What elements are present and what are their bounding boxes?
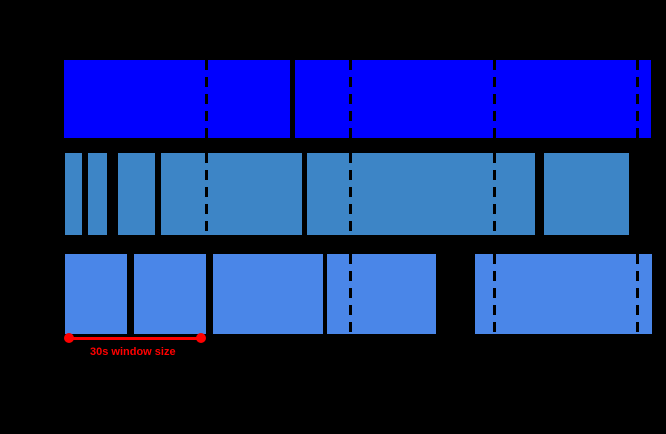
timeline-bar-segment-row-1 [64,60,290,138]
timeline-bar-segment-row-3 [65,254,127,334]
window-boundary-dashed-line [636,254,639,334]
window-size-dimension-line [69,337,201,340]
window-boundary-dashed-line [636,60,639,138]
timeline-bar-segment-row-2 [544,153,629,235]
timeline-bar-segment-row-3 [134,254,206,334]
timeline-bar-segment-row-3 [475,254,652,334]
timeline-bar-segment-row-3 [213,254,323,334]
timeline-bar-segment-row-3 [327,254,436,334]
timeline-bar-segment-row-2 [307,153,535,235]
window-boundary-dashed-line [349,153,352,235]
timeline-bar-segment-row-1 [295,60,651,138]
window-boundary-dashed-line [349,254,352,334]
timeline-bar-segment-row-2 [118,153,155,235]
timeline-bar-segment-row-2 [88,153,107,235]
window-size-label: 30s window size [90,346,176,358]
window-boundary-dashed-line [205,60,208,138]
window-boundary-dashed-line [493,153,496,235]
dimension-line-right-dot [196,333,206,343]
window-boundary-dashed-line [493,254,496,334]
window-boundary-dashed-line [205,153,208,235]
window-boundary-dashed-line [493,60,496,138]
timeline-bar-segment-row-2 [161,153,302,235]
window-boundary-dashed-line [349,60,352,138]
dimension-line-left-dot [64,333,74,343]
timeline-bar-segment-row-2 [65,153,82,235]
